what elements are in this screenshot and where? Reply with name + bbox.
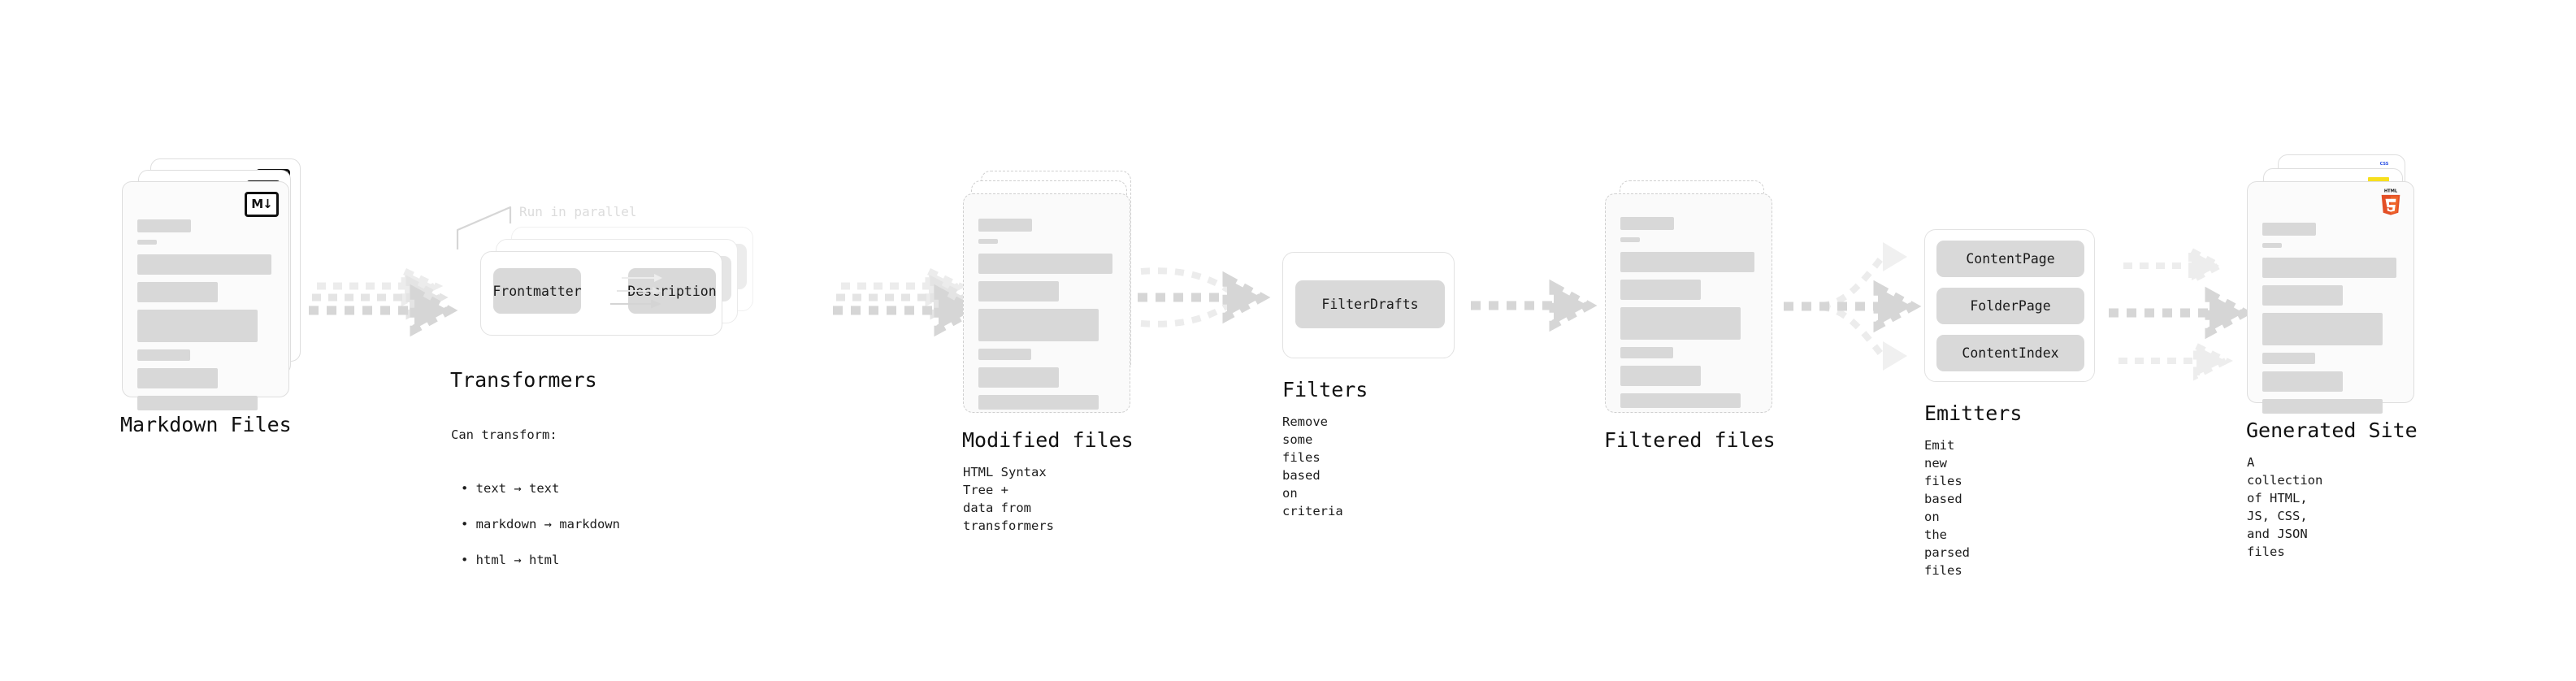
transformers-subtitle: Can transform: • text → text • markdown … <box>451 408 620 605</box>
skeleton-bar <box>137 349 190 361</box>
skeleton-bar <box>2262 313 2383 345</box>
doc-card-front-html: HTML <box>2247 181 2414 414</box>
skeleton-bar <box>2262 399 2383 414</box>
skeleton-bar <box>978 367 1059 388</box>
emitters-subtitle: Emit new files based on the parsed files <box>1924 438 1970 578</box>
skeleton-bar <box>137 368 218 388</box>
connector-modified-to-filters <box>1138 267 1271 327</box>
transformer-inner-arrows <box>610 274 662 309</box>
skeleton-bar <box>2262 285 2343 306</box>
html5-shield: HTML <box>2381 189 2400 215</box>
skeleton-bar <box>137 396 258 410</box>
doc-skeleton <box>978 219 1117 417</box>
connector-filtered-to-emitters <box>1784 242 1922 371</box>
skeleton-bar <box>978 309 1099 341</box>
skeleton-bar <box>1620 366 1701 386</box>
skeleton-bar <box>137 240 157 245</box>
markdown-icon: M↓ <box>245 192 279 217</box>
skeleton-bar <box>2262 371 2343 392</box>
skeleton-bar <box>978 281 1059 301</box>
stage-title-generated-site: Generated Site <box>2246 419 2418 442</box>
skeleton-bar <box>1620 347 1673 358</box>
stage-title-filtered-files: Filtered files <box>1604 428 1776 452</box>
emitters-card: ContentPage FolderPage ContentIndex <box>1924 229 2095 382</box>
skeleton-bar <box>2262 243 2282 248</box>
pill-frontmatter-label: Frontmatter <box>492 283 582 299</box>
generated-site-subtitle: A collection of HTML, JS, CSS, and JSON … <box>2247 455 2323 559</box>
connector-emitters-to-site <box>2109 245 2253 381</box>
pill-contentindex[interactable]: ContentIndex <box>1936 335 2084 371</box>
pill-description-label: Description <box>627 283 717 299</box>
md-badge-glyph: M↓ <box>245 192 279 217</box>
transformers-bullet-list: • text → text • markdown → markdown • ht… <box>451 462 620 587</box>
pill-filterdrafts[interactable]: FilterDrafts <box>1295 280 1445 328</box>
html5-icon: HTML <box>2379 188 2403 215</box>
skeleton-bar <box>1620 217 1674 230</box>
pill-folderpage-label: FolderPage <box>1970 298 2051 314</box>
doc-card-front <box>1605 193 1772 413</box>
skeleton-bar <box>137 282 218 302</box>
skeleton-bar <box>978 219 1032 232</box>
run-in-parallel-bracket <box>456 206 512 249</box>
stage-title-modified-files: Modified files <box>962 428 1134 452</box>
transformers-subtitle-lead: Can transform: <box>451 427 557 442</box>
filters-card: FilterDrafts <box>1282 252 1455 358</box>
doc-skeleton <box>137 219 275 418</box>
doc-card-front <box>963 193 1130 413</box>
skeleton-bar <box>137 219 191 232</box>
list-item: • html → html <box>461 553 560 567</box>
list-item: • text → text <box>461 481 560 496</box>
stage-title-markdown-files: Markdown Files <box>120 413 292 436</box>
doc-skeleton <box>2262 223 2400 421</box>
doc-skeleton <box>1620 217 1759 415</box>
skeleton-bar <box>137 254 271 275</box>
pill-folderpage[interactable]: FolderPage <box>1936 288 2084 324</box>
stage-title-transformers: Transformers <box>450 368 597 392</box>
pill-contentindex-label: ContentIndex <box>1962 345 2059 361</box>
stage-title-emitters: Emitters <box>1924 401 2023 425</box>
filters-subtitle: Remove some files based on criteria <box>1282 414 1343 518</box>
stage-title-filters: Filters <box>1282 378 1368 401</box>
skeleton-bar <box>1620 393 1741 408</box>
skeleton-bar <box>978 239 998 244</box>
skeleton-bar <box>1620 237 1640 242</box>
skeleton-bar <box>978 349 1031 360</box>
skeleton-bar <box>2262 353 2315 364</box>
pill-filterdrafts-label: FilterDrafts <box>1321 297 1419 312</box>
transformer-card-front: Frontmatter Description <box>480 251 722 336</box>
pill-contentpage-label: ContentPage <box>1966 251 2055 267</box>
connector-filters-to-filtered <box>1471 279 1598 332</box>
doc-card-front: M↓ <box>122 181 289 410</box>
skeleton-bar <box>1620 280 1701 300</box>
skeleton-bar <box>137 310 258 342</box>
connector-markdown-to-transformers <box>309 265 458 337</box>
skeleton-bar <box>978 254 1112 274</box>
skeleton-bar <box>2262 223 2316 236</box>
skeleton-bar <box>1620 307 1741 340</box>
run-in-parallel-label: Run in parallel <box>519 204 637 219</box>
skeleton-bar <box>978 395 1099 410</box>
list-item: • markdown → markdown <box>461 517 620 531</box>
connector-transformers-to-modified <box>833 265 982 337</box>
pill-frontmatter[interactable]: Frontmatter <box>492 268 582 314</box>
skeleton-bar <box>2262 258 2396 278</box>
pill-contentpage[interactable]: ContentPage <box>1936 241 2084 277</box>
modified-files-subtitle: HTML Syntax Tree + data from transformer… <box>963 465 1054 533</box>
skeleton-bar <box>1620 252 1754 272</box>
svg-text:HTML: HTML <box>2384 189 2398 194</box>
